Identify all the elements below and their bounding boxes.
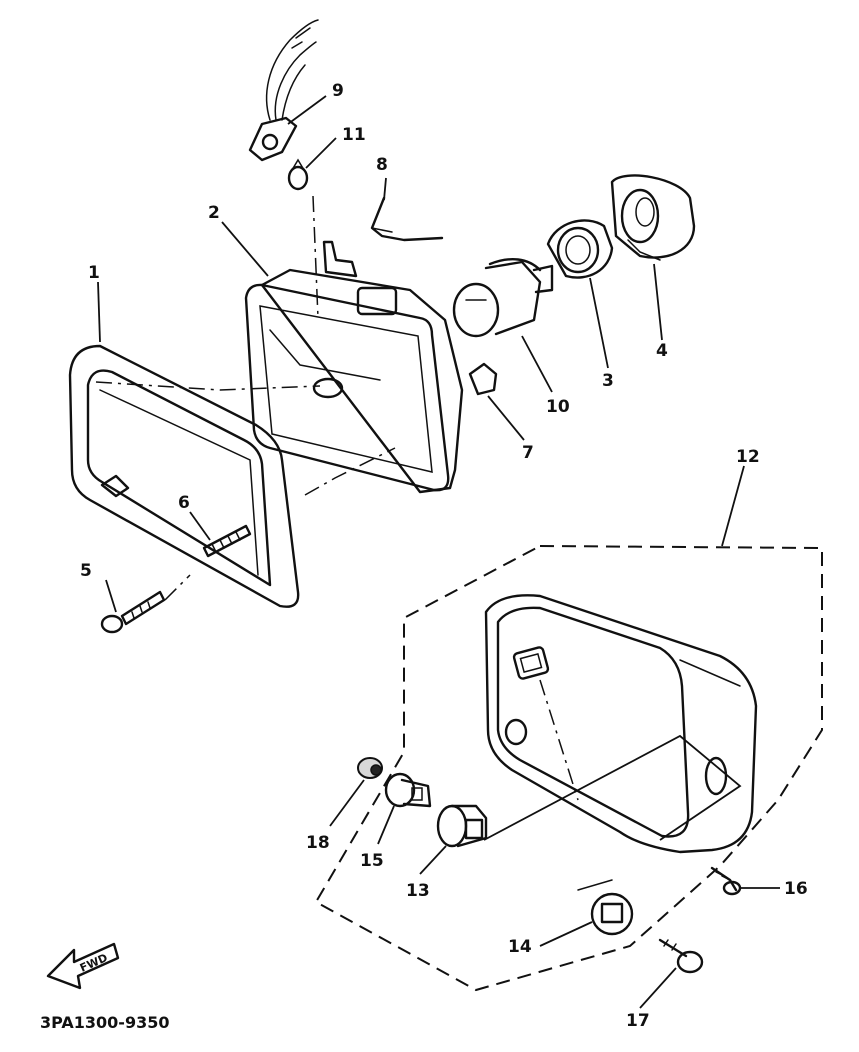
part-4-rubber-cover [610, 174, 696, 261]
callout-3: 3 [602, 371, 614, 391]
part-10-headlight-bulb [452, 258, 554, 338]
callout-13: 13 [406, 881, 430, 901]
callout-4: 4 [656, 341, 668, 361]
part-8-spring-clip [370, 196, 444, 242]
part-3-bulb-holder [546, 219, 614, 279]
callout-5: 5 [80, 561, 92, 581]
callout-2: 2 [208, 203, 220, 223]
callout-17: 17 [626, 1011, 650, 1031]
part-16-screw [710, 866, 742, 896]
callout-leaders [97, 95, 780, 1009]
callout-7: 7 [522, 443, 534, 463]
callout-15: 15 [360, 851, 384, 871]
assembly-line-rim-unit [304, 447, 396, 496]
assembly-line-screw [164, 574, 191, 601]
part-13-socket [436, 734, 742, 848]
callout-12: 12 [736, 447, 760, 467]
part-5-screw [100, 590, 166, 634]
assembly-line-bulb-vertical [312, 195, 319, 319]
part-18-nut [357, 757, 383, 779]
callout-18: 18 [306, 833, 330, 853]
fwd-label: FWD [78, 951, 110, 975]
part-17-bolt [658, 938, 704, 974]
part-12-headlight-housing [484, 594, 758, 854]
part-11-bulb [287, 158, 309, 191]
callout-11: 11 [342, 125, 366, 145]
part-9-socket-harness [248, 19, 319, 162]
callout-8: 8 [376, 155, 388, 175]
part-2-headlight-unit [244, 240, 464, 494]
callout-9: 9 [332, 81, 344, 101]
callout-6: 6 [178, 493, 190, 513]
callout-1: 1 [88, 263, 100, 283]
fwd-arrow-icon: FWD [46, 942, 120, 990]
part-12-assembly-outline [314, 544, 823, 992]
callout-16: 16 [784, 879, 808, 899]
part-15-grommet [384, 772, 432, 808]
part-7-nut [468, 362, 498, 396]
callout-14: 14 [508, 937, 532, 957]
callout-10: 10 [546, 397, 570, 417]
part-6-spring [202, 524, 252, 558]
drawing-code: 3PA1300-9350 [40, 1013, 169, 1032]
assembly-line-rim-top [95, 381, 321, 391]
part-14-grommet-plate [577, 879, 634, 936]
part-1-headlight-rim [68, 344, 300, 608]
